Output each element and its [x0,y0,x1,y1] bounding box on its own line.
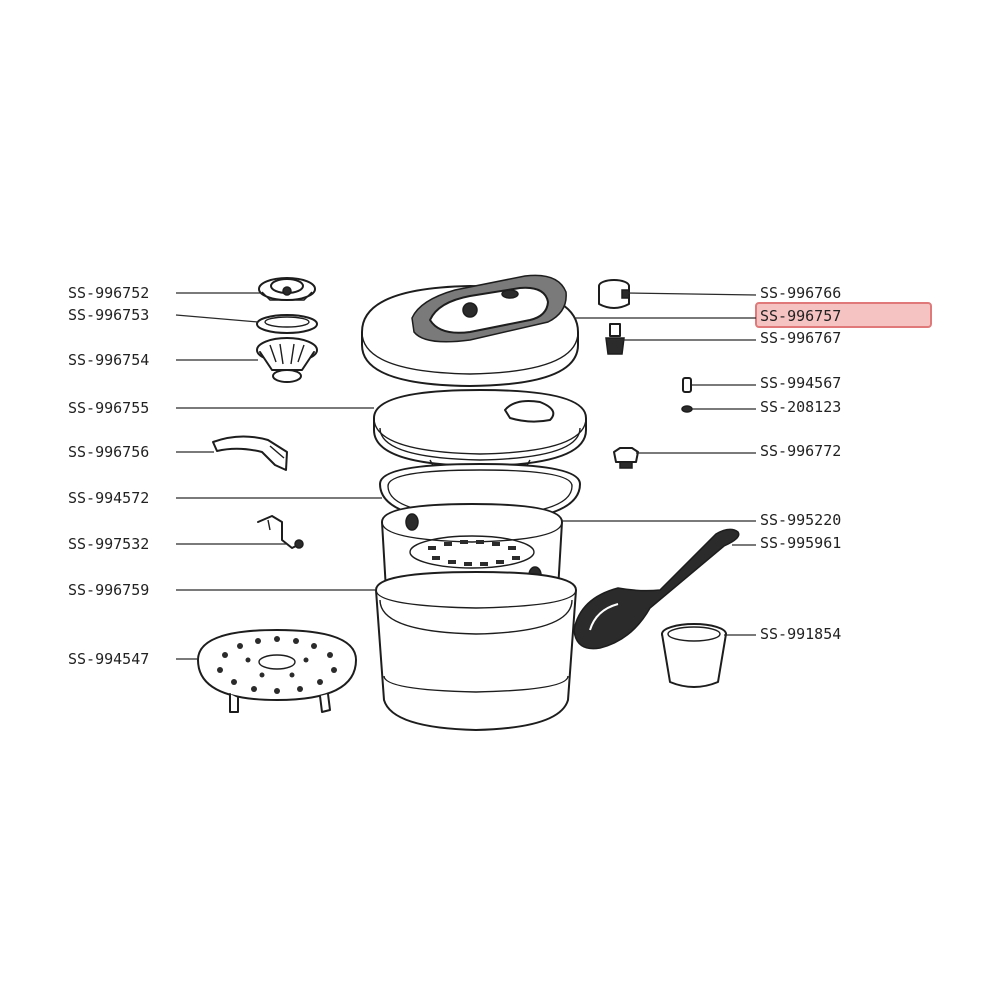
label-ss-995961[interactable]: SS-995961 [760,534,841,552]
label-ss-997532[interactable]: SS-997532 [68,535,149,553]
label-ss-996767[interactable]: SS-996767 [760,329,841,347]
label-ss-996753[interactable]: SS-996753 [68,306,149,324]
part-lid [361,274,579,387]
part-inner-pot [375,571,577,731]
label-ss-996772[interactable]: SS-996772 [760,442,841,460]
part-valve-base [256,337,318,383]
highlight-box[interactable] [755,302,932,328]
label-ss-208123[interactable]: SS-208123 [760,398,841,416]
part-valve-disc [256,314,318,334]
label-ss-996755[interactable]: SS-996755 [68,399,149,417]
part-float-valve [605,323,625,355]
leader-lines [175,292,757,660]
part-bracket [257,515,304,549]
label-ss-994572[interactable]: SS-994572 [68,489,149,507]
label-ss-996759[interactable]: SS-996759 [68,581,149,599]
part-inner-lid [373,389,587,479]
label-ss-994567[interactable]: SS-994567 [760,374,841,392]
label-ss-996756[interactable]: SS-996756 [68,443,149,461]
part-float-valve-cap [598,279,630,309]
part-steam-rack [197,629,357,713]
part-valve-cap [258,277,316,301]
part-measuring-cup [661,623,727,688]
part-spoon [573,528,740,650]
label-ss-991854[interactable]: SS-991854 [760,625,841,643]
label-ss-996754[interactable]: SS-996754 [68,351,149,369]
label-ss-994547[interactable]: SS-994547 [68,650,149,668]
label-ss-996752[interactable]: SS-996752 [68,284,149,302]
part-valve-plug [613,447,639,469]
label-ss-996766[interactable]: SS-996766 [760,284,841,302]
part-latch-handle [212,435,288,471]
label-ss-995220[interactable]: SS-995220 [760,511,841,529]
part-pin [682,377,692,393]
label-ss-996757[interactable]: SS-996757 [760,307,841,325]
part-o-ring [681,405,693,413]
